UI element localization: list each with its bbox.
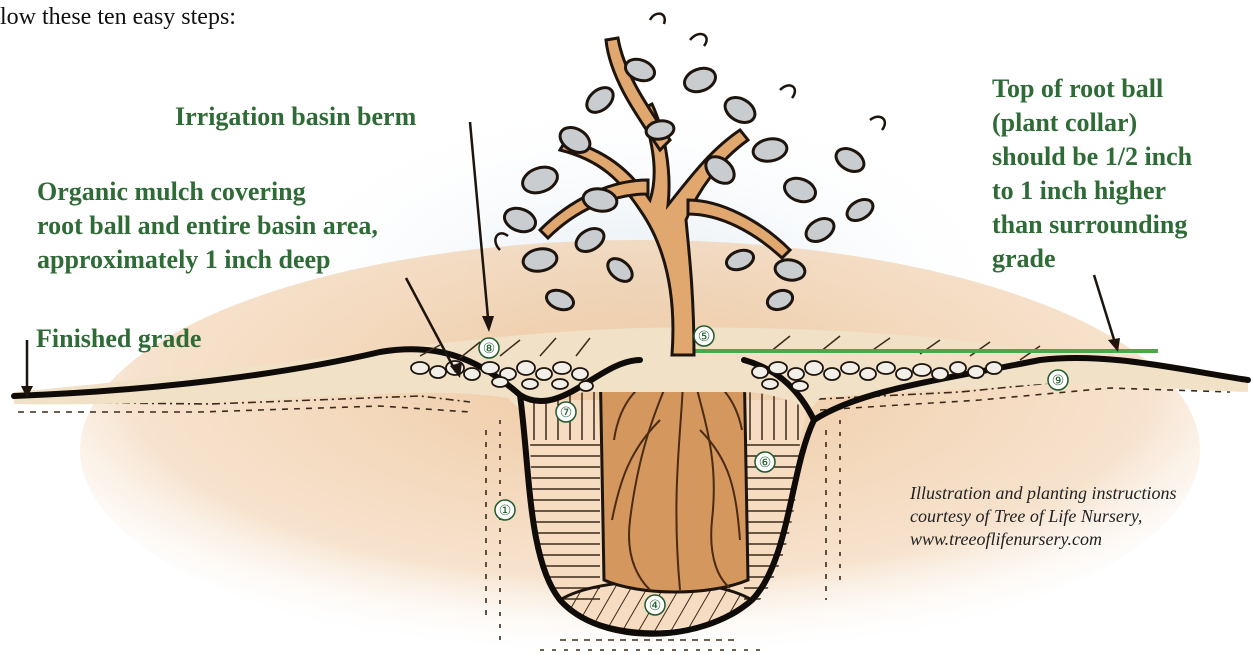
root-ball-label-line-4: to 1 inch higher: [992, 174, 1192, 208]
mulch-label-line-3: approximately 1 inch deep: [37, 243, 378, 277]
intro-text: low these ten easy steps:: [0, 4, 236, 31]
step-8-digit: ⑧: [483, 341, 496, 357]
root-ball-label-line-1: Top of root ball: [992, 72, 1192, 106]
root-ball-label-line-2: (plant collar): [992, 106, 1192, 140]
step-5-digit: ⑤: [698, 329, 711, 345]
root-ball-label-line-6: grade: [992, 242, 1192, 276]
finished-grade-label: Finished grade: [36, 322, 201, 356]
mulch-label-line-1: Organic mulch covering: [37, 175, 378, 209]
berm-label: Irrigation basin berm: [175, 100, 416, 134]
root-ball-label-line-5: than surrounding: [992, 208, 1192, 242]
step-6-digit: ⑥: [759, 455, 772, 471]
illustration-credit: Illustration and planting instructions c…: [910, 482, 1177, 551]
root-ball-top-label: Top of root ball (plant collar) should b…: [992, 72, 1192, 276]
mulch-label: Organic mulch covering root ball and ent…: [37, 175, 378, 277]
step-1-digit: ①: [499, 503, 512, 519]
mulch-label-line-2: root ball and entire basin area,: [37, 209, 378, 243]
credit-url: www.treeoflifenursery.com: [910, 528, 1177, 551]
step-9-digit: ⑨: [1052, 373, 1065, 389]
credit-line-1: Illustration and planting instructions: [910, 482, 1177, 505]
step-4-digit: ④: [649, 598, 662, 614]
credit-line-2: courtesy of Tree of Life Nursery,: [910, 505, 1177, 528]
step-7-digit: ⑦: [560, 405, 573, 421]
root-ball-label-line-3: should be 1/2 inch: [992, 140, 1192, 174]
